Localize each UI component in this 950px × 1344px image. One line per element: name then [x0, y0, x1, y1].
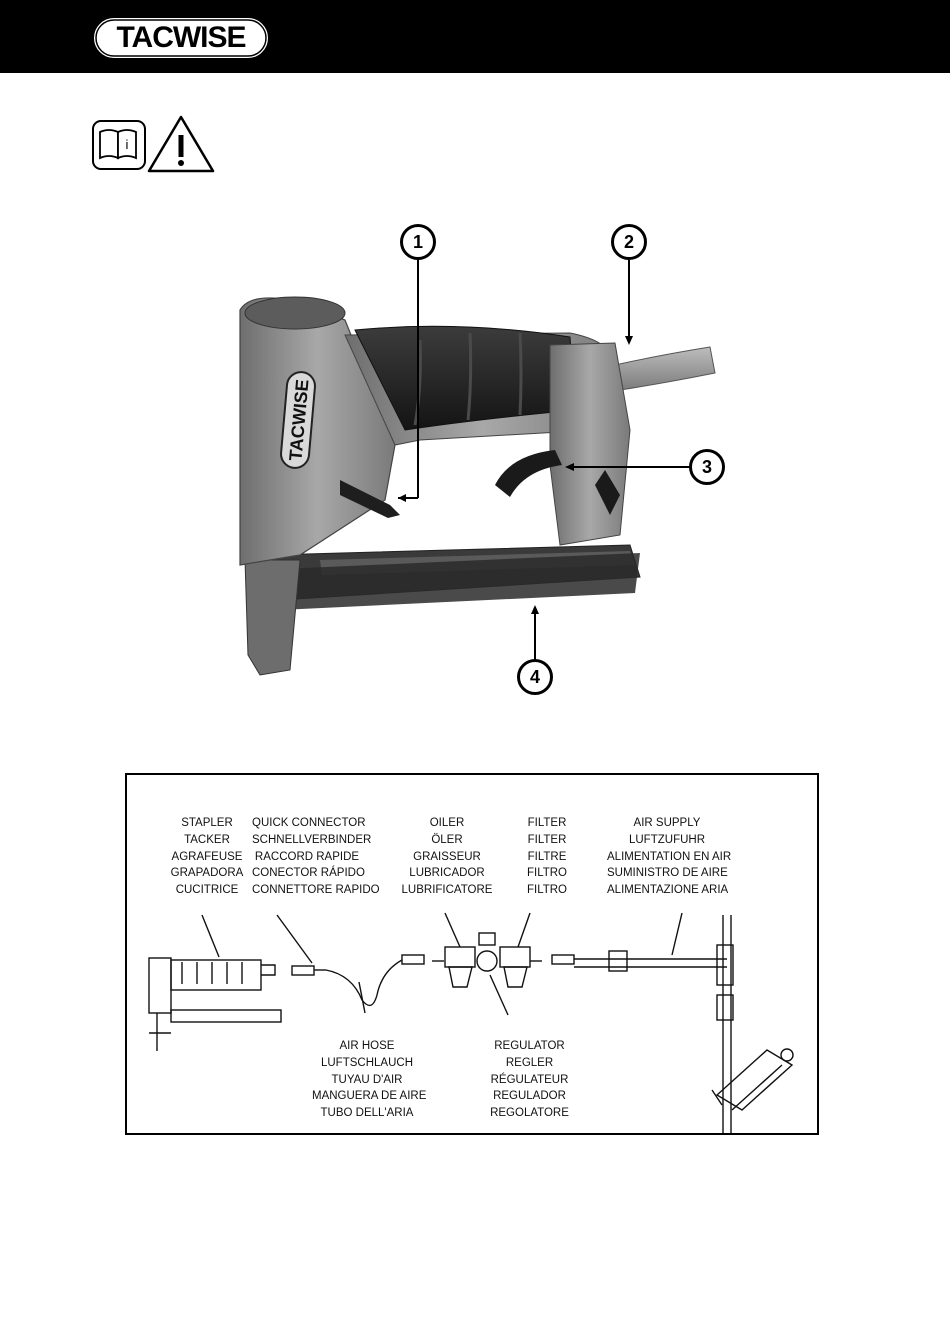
callout-2: 2 [611, 224, 647, 260]
info-book-icon: i [92, 120, 146, 170]
stapler-photo: TACWISE [210, 215, 750, 695]
callout-lines [398, 258, 690, 660]
safety-icons: i [92, 115, 217, 178]
tacwise-logo: TACWISE [90, 14, 272, 62]
callout-1: 1 [400, 224, 436, 260]
logo-text: TACWISE [116, 21, 246, 54]
svg-text:i: i [126, 137, 129, 152]
diagram-drawing [148, 912, 794, 1133]
callout-3: 3 [689, 449, 725, 485]
warning-triangle-icon [147, 115, 215, 173]
callout-4: 4 [517, 659, 553, 695]
header-bar: TACWISE [0, 0, 950, 73]
